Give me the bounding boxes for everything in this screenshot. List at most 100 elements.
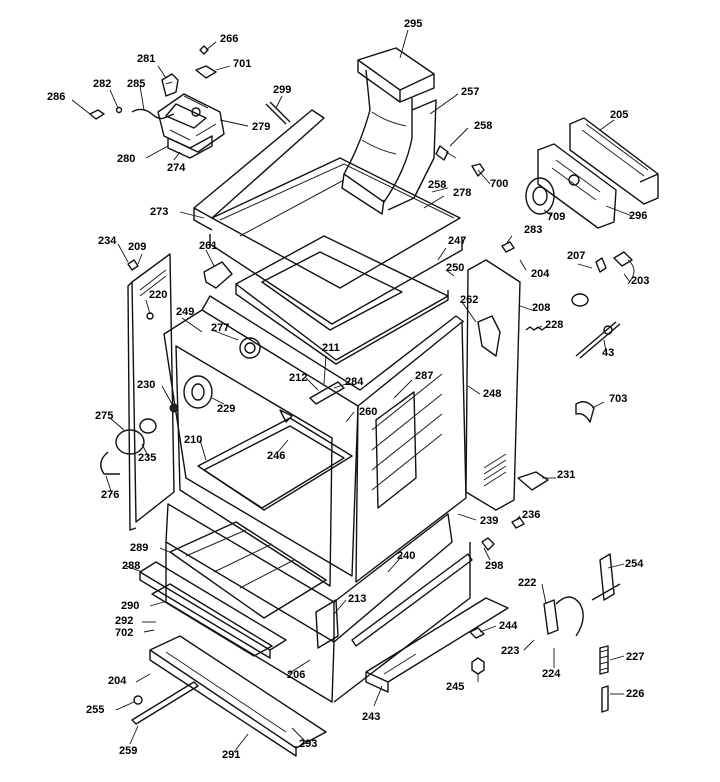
callout-258-top: 258 bbox=[474, 120, 493, 132]
callout-231: 231 bbox=[557, 469, 576, 481]
fan-709 bbox=[525, 177, 555, 215]
callout-709: 709 bbox=[547, 211, 566, 223]
callout-205: 205 bbox=[610, 109, 629, 121]
callout-43: 43 bbox=[602, 347, 615, 359]
callout-254: 254 bbox=[625, 558, 644, 570]
valve-assembly-279 bbox=[157, 93, 225, 159]
wire-276 bbox=[100, 451, 120, 475]
callout-249: 249 bbox=[176, 306, 195, 318]
callout-703: 703 bbox=[609, 393, 628, 405]
callout-236: 236 bbox=[522, 509, 541, 521]
leader-lines bbox=[71, 29, 633, 753]
screw-282 bbox=[115, 106, 123, 114]
callout-228: 228 bbox=[545, 319, 564, 331]
callout-285: 285 bbox=[127, 78, 146, 90]
rod-299 bbox=[265, 101, 291, 125]
callout-702: 702 bbox=[115, 627, 134, 639]
callout-287: 287 bbox=[415, 370, 434, 382]
clip-298 bbox=[481, 537, 495, 551]
callout-273: 273 bbox=[150, 206, 169, 218]
screw-234 bbox=[127, 259, 139, 271]
callout-299: 299 bbox=[273, 84, 292, 96]
wire-285 bbox=[131, 108, 175, 120]
callout-296: 296 bbox=[629, 210, 648, 222]
clip-286 bbox=[89, 109, 105, 120]
callout-274: 274 bbox=[167, 162, 186, 174]
bottom-panel-291 bbox=[149, 635, 327, 757]
callout-298: 298 bbox=[485, 560, 504, 572]
callout-245: 245 bbox=[446, 681, 465, 693]
rail-259 bbox=[131, 681, 199, 725]
callout-235: 235 bbox=[138, 452, 157, 464]
clip-701 bbox=[195, 65, 217, 79]
callout-279: 279 bbox=[252, 121, 271, 133]
callout-295: 295 bbox=[404, 18, 423, 30]
callout-209: 209 bbox=[128, 241, 147, 253]
callout-203: 203 bbox=[631, 275, 650, 287]
callout-247: 247 bbox=[448, 235, 467, 247]
hinge-254 bbox=[591, 553, 621, 601]
callout-207: 207 bbox=[567, 250, 586, 262]
screw-266 bbox=[199, 45, 209, 55]
callout-211: 211 bbox=[322, 342, 340, 354]
bracket-261 bbox=[203, 261, 233, 289]
nut-244-245 bbox=[469, 627, 485, 675]
callout-246: 246 bbox=[267, 450, 286, 462]
callout-278: 278 bbox=[453, 187, 472, 199]
callout-206: 206 bbox=[287, 669, 306, 681]
callout-213: 213 bbox=[348, 593, 367, 605]
bolt-226 bbox=[601, 685, 609, 713]
callout-250: 250 bbox=[446, 262, 465, 274]
vent-duct-295-257 bbox=[341, 47, 437, 215]
callout-239: 239 bbox=[480, 515, 499, 527]
callout-259: 259 bbox=[119, 745, 138, 757]
callout-701: 701 bbox=[233, 58, 252, 70]
callout-257: 257 bbox=[461, 86, 480, 98]
callout-204-lower: 204 bbox=[108, 675, 127, 687]
callout-212: 212 bbox=[289, 372, 308, 384]
rail-243 bbox=[365, 597, 509, 693]
callout-240: 240 bbox=[397, 550, 416, 562]
callout-243: 243 bbox=[362, 711, 381, 723]
callout-208: 208 bbox=[532, 302, 551, 314]
screw-236 bbox=[511, 517, 525, 529]
callout-286: 286 bbox=[47, 91, 66, 103]
callout-204-top: 204 bbox=[531, 268, 550, 280]
drawer-290 bbox=[151, 583, 273, 657]
screw-258 bbox=[435, 145, 457, 161]
panel-205 bbox=[569, 117, 659, 205]
latch-222-224 bbox=[543, 596, 584, 637]
igniter-275 bbox=[115, 418, 157, 455]
spring-227 bbox=[599, 645, 609, 675]
callout-700: 700 bbox=[490, 178, 509, 190]
callout-275: 275 bbox=[95, 410, 114, 422]
bracket-213 bbox=[315, 599, 339, 649]
callout-224: 224 bbox=[542, 668, 561, 680]
panel-296 bbox=[537, 143, 617, 229]
callout-289: 289 bbox=[130, 542, 149, 554]
callout-260: 260 bbox=[359, 406, 378, 418]
callout-222: 222 bbox=[518, 577, 537, 589]
callout-262: 262 bbox=[460, 294, 479, 306]
callout-223: 223 bbox=[501, 645, 520, 657]
oven-body bbox=[163, 295, 471, 703]
bracket-281 bbox=[161, 73, 179, 97]
drawer-panel-288 bbox=[139, 561, 287, 659]
top-panel-278 bbox=[193, 109, 463, 325]
callout-283: 283 bbox=[524, 224, 543, 236]
callout-255: 255 bbox=[86, 704, 105, 716]
callout-288: 288 bbox=[122, 560, 141, 572]
callout-291: 291 bbox=[222, 749, 241, 761]
clip-703 bbox=[575, 401, 595, 423]
callout-261: 261 bbox=[199, 240, 218, 252]
callout-293: 293 bbox=[299, 738, 318, 750]
probe-43 bbox=[575, 321, 621, 359]
callout-210: 210 bbox=[184, 434, 203, 446]
screw-283 bbox=[501, 241, 515, 253]
callout-277: 277 bbox=[211, 322, 230, 334]
callout-220: 220 bbox=[149, 289, 168, 301]
bracket-231 bbox=[517, 471, 549, 491]
callout-266: 266 bbox=[220, 33, 239, 45]
burner-assembly-229 bbox=[169, 375, 213, 413]
